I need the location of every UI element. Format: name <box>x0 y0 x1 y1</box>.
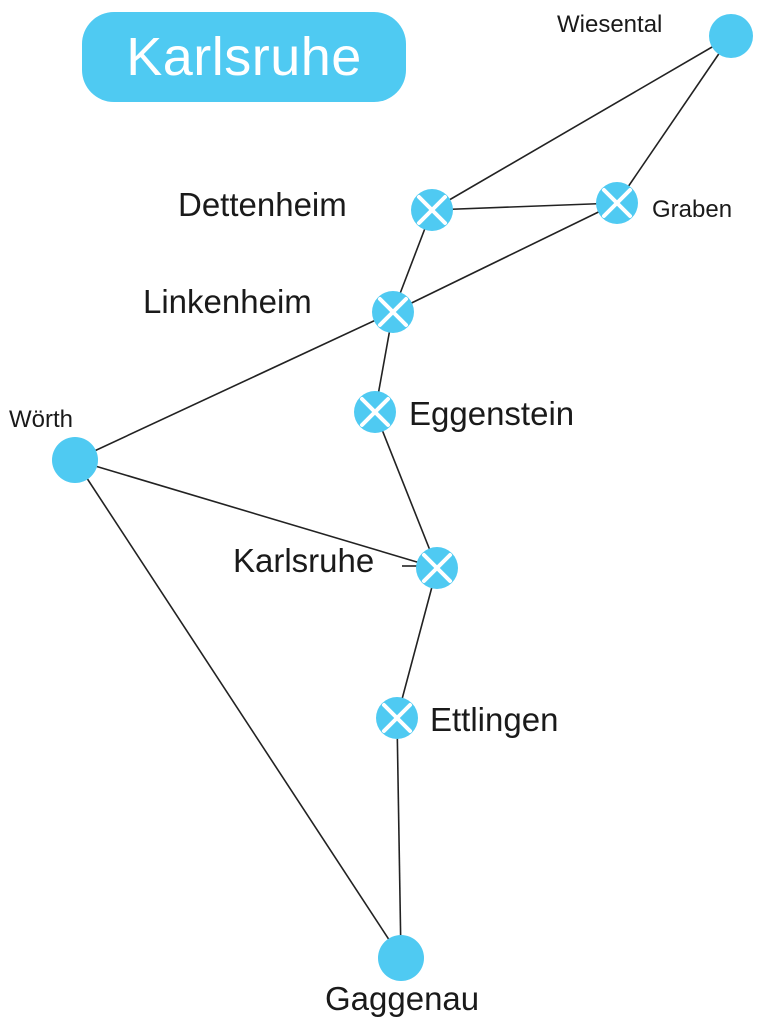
map-title-text: Karlsruhe <box>126 27 362 87</box>
edge-graben-linkenheim <box>392 202 618 313</box>
interchange-cross-icon <box>601 187 633 219</box>
station-circle-woerth <box>52 437 98 483</box>
station-node-eggenstein[interactable] <box>354 391 396 433</box>
station-label-woerth: Wörth <box>9 406 73 433</box>
station-node-gaggenau[interactable] <box>378 935 424 981</box>
station-node-ettlingen[interactable] <box>376 697 418 739</box>
station-label-linkenheim: Linkenheim <box>143 283 312 320</box>
station-label-gaggenau: Gaggenau <box>325 980 479 1017</box>
edge-woerth-karlsruhe <box>74 459 438 569</box>
station-label-graben: Graben <box>652 196 732 223</box>
interchange-cross-icon <box>359 396 391 428</box>
edge-dettenheim-graben <box>431 202 618 211</box>
station-label-dettenheim: Dettenheim <box>178 186 347 223</box>
edge-ettlingen-gaggenau <box>396 717 402 959</box>
station-node-wiesental[interactable] <box>709 14 753 58</box>
edge-eggenstein-karlsruhe <box>374 411 438 569</box>
station-label-eggenstein: Eggenstein <box>409 395 574 432</box>
station-circle-wiesental <box>709 14 753 58</box>
station-label-wiesental: Wiesental <box>557 11 662 38</box>
interchange-cross-icon <box>377 296 409 328</box>
labels-layer: Wiesental Dettenheim Graben Linkenheim W… <box>9 11 732 1017</box>
nodes-layer <box>52 14 753 981</box>
station-circle-gaggenau <box>378 935 424 981</box>
edge-wiesental-dettenheim <box>431 35 732 211</box>
interchange-cross-icon <box>416 194 448 226</box>
edge-linkenheim-woerth <box>74 311 394 461</box>
interchange-cross-icon <box>381 702 413 734</box>
interchange-cross-icon <box>421 552 453 584</box>
station-label-karlsruhe: Karlsruhe <box>233 542 374 579</box>
station-node-karlsruhe[interactable] <box>416 547 458 589</box>
edge-woerth-gaggenau <box>74 459 402 959</box>
station-node-woerth[interactable] <box>52 437 98 483</box>
map-title: Karlsruhe <box>82 12 406 102</box>
station-node-graben[interactable] <box>596 182 638 224</box>
edge-karlsruhe-ettlingen <box>396 567 438 719</box>
edge-wiesental-graben <box>616 35 732 204</box>
station-node-linkenheim[interactable] <box>372 291 414 333</box>
station-node-dettenheim[interactable] <box>411 189 453 231</box>
edges-layer <box>74 35 732 959</box>
station-label-ettlingen: Ettlingen <box>430 701 558 738</box>
